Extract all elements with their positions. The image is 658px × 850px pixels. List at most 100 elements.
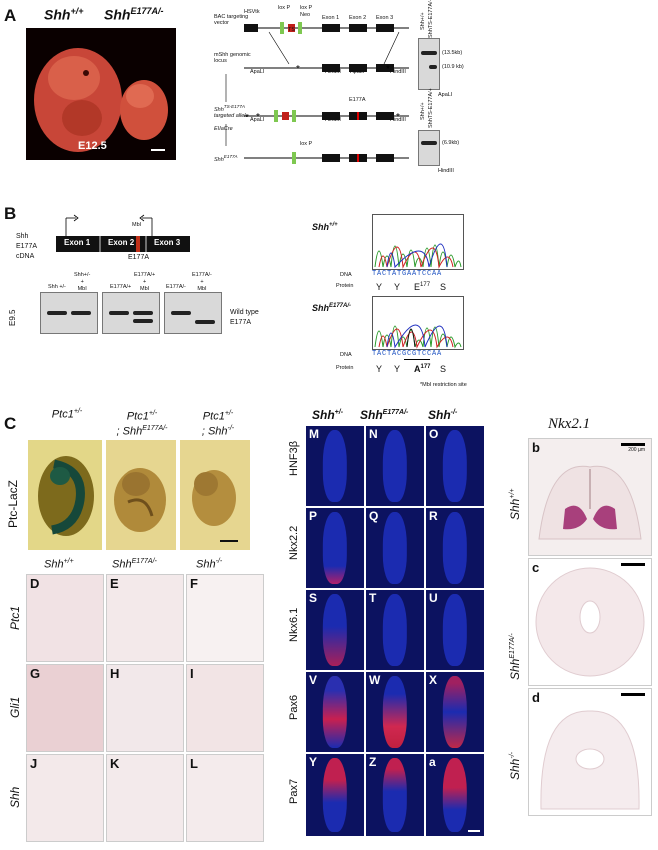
- fluor-row-5-marker: Pax7: [288, 778, 300, 804]
- scale-bar: [621, 443, 645, 446]
- lacz-col-3-header: Ptc1+/- ; Shh-/-: [201, 410, 235, 438]
- loxp-2: [298, 22, 302, 34]
- panel-a-label: A: [4, 6, 17, 25]
- scale-bar-label: 200 µm: [628, 447, 645, 453]
- seq2-genotype: ShhE177A/-: [312, 303, 352, 313]
- lane1-label: Shh +/-: [48, 284, 66, 290]
- lacz-embryo-1: [38, 456, 94, 536]
- row-label-genomic: mShh genomic locus: [214, 52, 251, 64]
- fluor-tile-z: Z: [366, 754, 424, 836]
- ish-tile-l: L: [186, 754, 264, 842]
- hsvtk-box: [244, 24, 258, 32]
- ish-tile-k: K: [106, 754, 184, 842]
- seq1-protein-label: Protein: [336, 283, 354, 289]
- feature-neo: Neo: [300, 12, 311, 18]
- blot1-lane-wt: Shh+/+: [420, 12, 426, 30]
- panel-a-genotype-mut: ShhE177A/-: [104, 6, 164, 23]
- nkx-section-d: [540, 710, 640, 810]
- exon2-vec: [349, 24, 367, 32]
- nkx-tile-c: c: [528, 558, 652, 686]
- fluor-row-1-marker: HNF3β: [288, 440, 300, 476]
- fluor-tile-w: W: [366, 672, 424, 752]
- embryo-photo: E12.5: [26, 28, 176, 160]
- feature-hindiii-3: HindIII: [325, 117, 341, 123]
- fluor-tile-u: U: [426, 590, 484, 670]
- lacz-photo-1: [28, 440, 102, 550]
- cdna-exon2: Exon 2: [108, 238, 135, 247]
- lacz-photo-3: [180, 440, 250, 550]
- cdna-site: MbI: [132, 222, 142, 228]
- exon3-vec: [376, 24, 394, 32]
- nkx-row-c-genotype: ShhE177A/-: [508, 633, 522, 680]
- feature-apali-1: ApaLI: [250, 69, 265, 75]
- nkx-section-c: [535, 567, 645, 677]
- nkx-row-b-genotype: Shh+/+: [508, 488, 522, 520]
- seq2-protein-label: Protein: [336, 365, 354, 371]
- exon2-mut-label: E177A: [349, 97, 366, 103]
- seq2-protein-3: A177: [414, 364, 431, 374]
- fluor-tile-y: Y: [306, 754, 364, 836]
- embryo-illustration: [34, 48, 168, 152]
- ish-tile-f: F: [186, 574, 264, 662]
- cdna-exon1: Exon 1: [64, 238, 91, 247]
- ts-box: [288, 24, 295, 32]
- seq2-protein-2: Y: [394, 364, 401, 374]
- fluor-tile-p: P: [306, 508, 364, 588]
- exon2-label: Exon 2: [349, 15, 367, 21]
- fluor-tile-n: N: [366, 426, 424, 506]
- fluor-tile-a: a: [426, 754, 484, 836]
- seq2-dna: TACTACGCGTCCAA: [372, 350, 443, 358]
- scale-bar-d: [621, 693, 645, 696]
- restriction-note: *MbI restriction site: [420, 382, 467, 388]
- seq2-underline: [404, 359, 430, 360]
- embryo-stage: E12.5: [78, 140, 107, 152]
- fluor-tile-m: M: [306, 426, 364, 506]
- seq2-protein-4: S: [440, 364, 447, 374]
- nkx-section-b: [538, 465, 642, 540]
- band-e177a: E177A: [230, 319, 252, 326]
- blot2-lane-wt: Shh+/+: [420, 102, 426, 120]
- cdna-exon3: Exon 3: [154, 238, 181, 247]
- blot1-enzyme: ApaLI: [438, 92, 453, 98]
- feature-loxp-2: lox P: [300, 5, 313, 11]
- feature-hindiii-1: HindIII: [325, 69, 341, 75]
- feature-hindiii-4: HindIII: [390, 117, 406, 123]
- nkx-row-d-genotype: Shh-/-: [508, 752, 522, 780]
- ish-row-2-gene: Gli1: [8, 696, 22, 718]
- blot2-size: (6.9kb): [442, 140, 460, 146]
- chromatogram-mut-trace: [374, 324, 462, 349]
- seq1-dna-label: DNA: [340, 272, 352, 278]
- feature-hsvtk: HSVtk: [244, 9, 260, 15]
- seq1-genotype: Shh+/+: [312, 222, 338, 232]
- row-label-cre: EIIaCre: [214, 126, 233, 132]
- exon1-label: Exon 1: [322, 15, 340, 21]
- feature-loxp-3: lox P: [300, 141, 313, 147]
- svg-text:*: *: [296, 64, 300, 75]
- lane6-label: E177A/-+MbI: [192, 272, 212, 292]
- fluor-col-2-header: ShhE177A/-: [360, 408, 409, 422]
- seq2-protein-1: Y: [376, 364, 383, 374]
- panel-c-label: C: [4, 414, 17, 433]
- ish-row-3-gene: Shh: [8, 786, 22, 808]
- ish-tile-j: J: [26, 754, 104, 842]
- fluor-tile-q: Q: [366, 508, 424, 588]
- ish-col-3-header: Shh-/-: [196, 558, 223, 571]
- svg-text:*: *: [256, 112, 260, 123]
- feature-apali-2: ApaLI: [350, 69, 365, 75]
- exon1-vec: [322, 24, 340, 32]
- cdna-mutation: E177A: [128, 254, 150, 261]
- lane4-label: E177A/++MbI: [134, 272, 156, 292]
- row-label-recombined: ShhE177A: [214, 154, 238, 163]
- pcr-gel-1: [40, 292, 98, 334]
- fluor-tile-v: V: [306, 672, 364, 752]
- pcr-gel-2: [102, 292, 160, 334]
- lacz-embryo-3: [192, 470, 238, 542]
- seq1-dna: TACTATGAATCCAA: [372, 270, 443, 278]
- fluor-col-3-header: Shh-/-: [428, 408, 458, 422]
- feature-hindiii-2: HindIII: [390, 69, 406, 75]
- fluor-tile-x: X: [426, 672, 484, 752]
- fluor-row-3-marker: Nkx6.1: [288, 607, 300, 642]
- lane3-label: E177A/+: [110, 284, 132, 290]
- blot1-lane-mut: ShhTS-E177A/+: [428, 0, 434, 38]
- seq1-protein-4: S: [440, 282, 447, 292]
